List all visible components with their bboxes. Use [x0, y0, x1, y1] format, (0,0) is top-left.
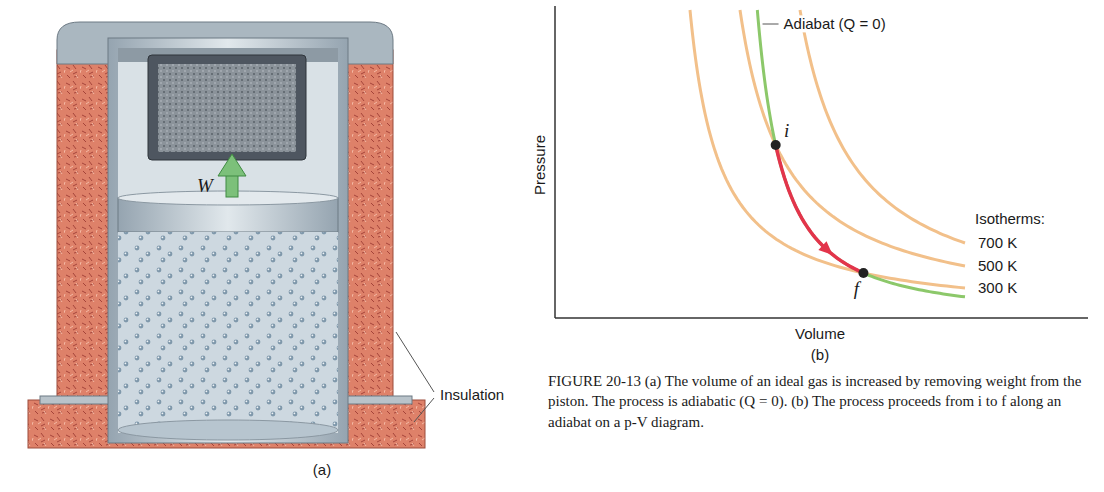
cylinder-bottom [118, 420, 338, 440]
isotherm-curve [800, 10, 965, 243]
cylinder-interior [118, 48, 338, 433]
part-label: Insulation [440, 386, 504, 403]
axis-title: Volume [795, 325, 845, 342]
weight-load [158, 64, 296, 152]
axes [555, 6, 1088, 318]
cylinder-wall [108, 38, 348, 443]
isotherm-label: 700 K [978, 234, 1017, 251]
isotherm-label: 300 K [978, 279, 1017, 296]
figure-caption: FIGURE 20-13 (a) The volume of an ideal … [548, 371, 1096, 432]
state-point [771, 140, 781, 150]
process-path [776, 145, 864, 273]
isotherm-curve [690, 10, 965, 288]
panel-label: (b) [811, 346, 829, 363]
work-symbol: W [197, 175, 213, 197]
adiabat-curve [757, 10, 965, 297]
work-arrow [218, 154, 246, 197]
leader-line [763, 24, 779, 25]
axis-title: Pressure [531, 135, 548, 195]
state-point [858, 268, 868, 278]
leader-lines [396, 332, 434, 422]
isotherm-label: 500 K [978, 257, 1017, 274]
gas [118, 232, 338, 428]
point-label: f [854, 278, 859, 300]
process-arrowhead [818, 241, 832, 255]
point-label: i [784, 120, 789, 142]
panel-label: (a) [313, 461, 331, 478]
curve-label: Adiabat (Q = 0) [782, 15, 888, 32]
legend-heading: Isotherms: [975, 210, 1045, 227]
weight [148, 55, 306, 160]
